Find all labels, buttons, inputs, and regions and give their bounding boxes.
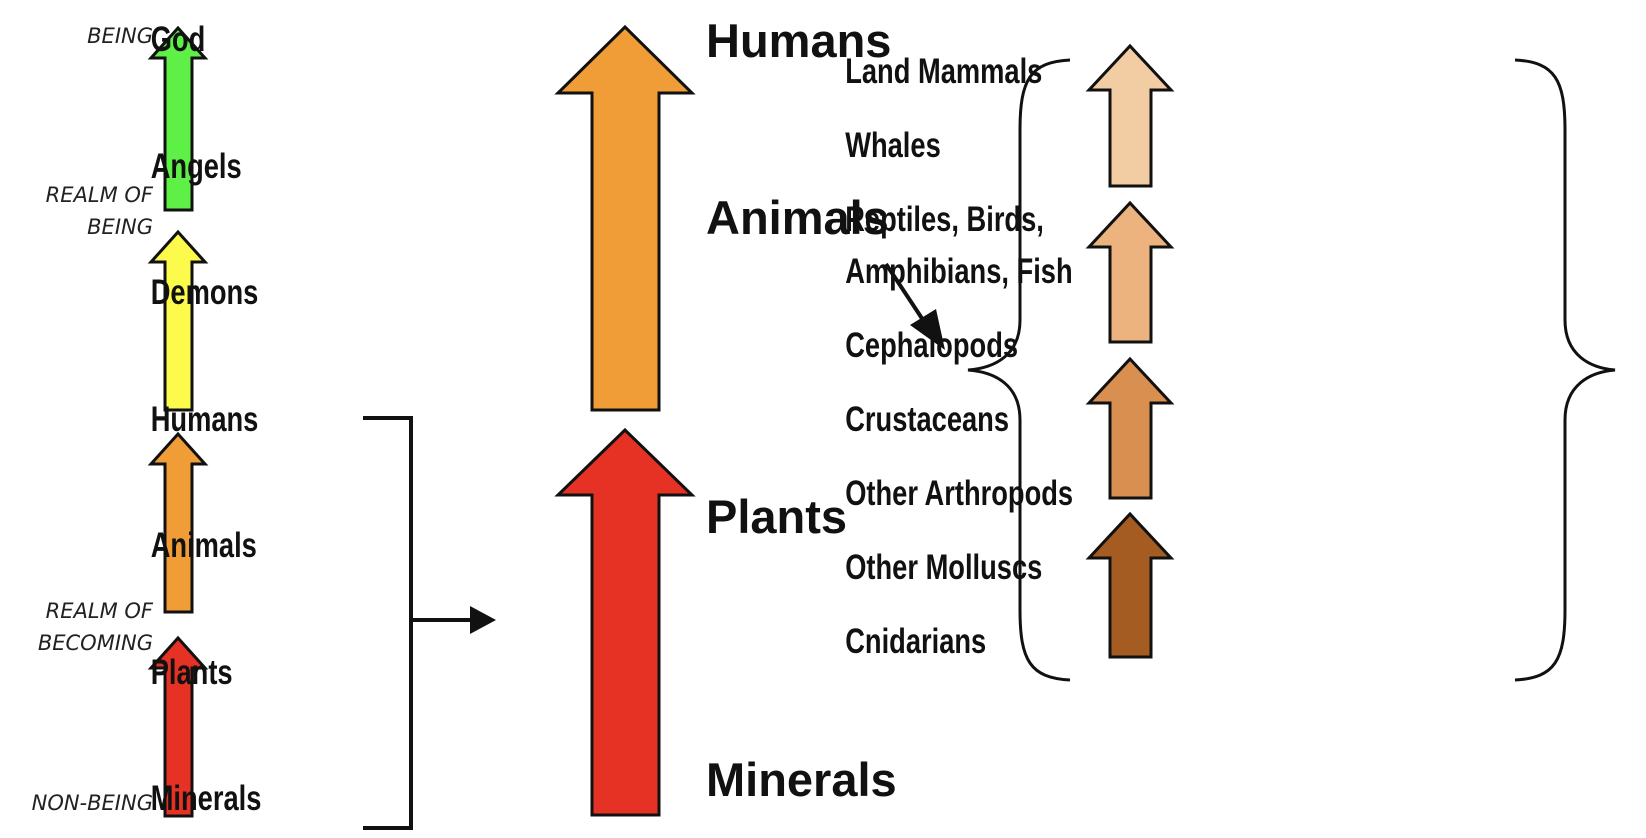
left-bracket — [363, 416, 413, 830]
orange-arrow — [147, 431, 209, 614]
diagonal-pointer-line — [884, 262, 927, 325]
green-arrow — [147, 25, 209, 212]
middle-red-arrow — [554, 427, 696, 817]
right-label-cephalopods: Cephalopods — [845, 326, 1018, 365]
right-arrow-molluscs-cnidarians — [1085, 511, 1175, 659]
middle-label-animals: Animals — [706, 191, 889, 244]
right-arrow-land-mammals-whales — [1085, 43, 1175, 188]
realm-of-becoming-label-line1: REALM OF — [46, 599, 154, 623]
right-arrow-reptiles-cephalopods — [1085, 200, 1175, 344]
right-arrow-crustaceans-arthropods — [1085, 356, 1175, 500]
diagonal-pointer-arrowhead — [910, 309, 945, 350]
left-curly-brace — [967, 58, 1071, 682]
right-label-whales: Whales — [845, 126, 941, 165]
middle-arrow-column — [554, 24, 696, 817]
left-label-god: God — [151, 20, 206, 59]
left-label-animals: Animals — [151, 526, 257, 565]
middle-labels: Humans Animals Plants Minerals — [706, 14, 897, 806]
right-label-other-molluscs: Other Molluscs — [845, 548, 1042, 587]
right-label-land-mammals: Land Mammals — [845, 52, 1042, 91]
right-label-crustaceans: Crustaceans — [845, 400, 1009, 439]
left-label-demons: Demons — [151, 273, 259, 312]
realm-of-being-label-line2: BEING — [87, 215, 153, 239]
left-label-angels: Angels — [151, 147, 242, 186]
bracket-connector-arrowhead — [470, 606, 496, 634]
realm-of-being-label-line1: REALM OF — [46, 183, 154, 207]
middle-label-minerals: Minerals — [706, 753, 897, 806]
right-label-cnidarians: Cnidarians — [845, 622, 986, 661]
left-label-minerals: Minerals — [151, 779, 262, 818]
right-label-reptiles-birds: Reptiles, Birds, — [845, 200, 1044, 239]
red-arrow — [147, 635, 209, 818]
yellow-arrow — [147, 229, 209, 412]
realm-of-becoming-label-line2: BECOMING — [38, 631, 153, 655]
middle-orange-arrow — [554, 24, 696, 412]
left-labels: God Angels Demons Humans Animals Plants … — [151, 20, 262, 818]
right-curly-brace — [1514, 58, 1616, 682]
right-label-other-arthropods: Other Arthropods — [845, 474, 1073, 513]
right-labels: Land Mammals Whales Reptiles, Birds, Amp… — [845, 52, 1073, 661]
non-being-label: NON-BEING — [32, 791, 153, 815]
right-label-amphibians-fish: Amphibians, Fish — [845, 252, 1072, 291]
left-arrow-column — [147, 25, 209, 818]
left-label-humans: Humans — [151, 400, 259, 439]
middle-label-plants: Plants — [706, 490, 847, 543]
right-arrow-column — [1085, 43, 1175, 659]
left-label-plants: Plants — [151, 653, 233, 692]
realm-being-top-label: BEING — [87, 24, 153, 48]
middle-label-humans: Humans — [706, 14, 891, 67]
